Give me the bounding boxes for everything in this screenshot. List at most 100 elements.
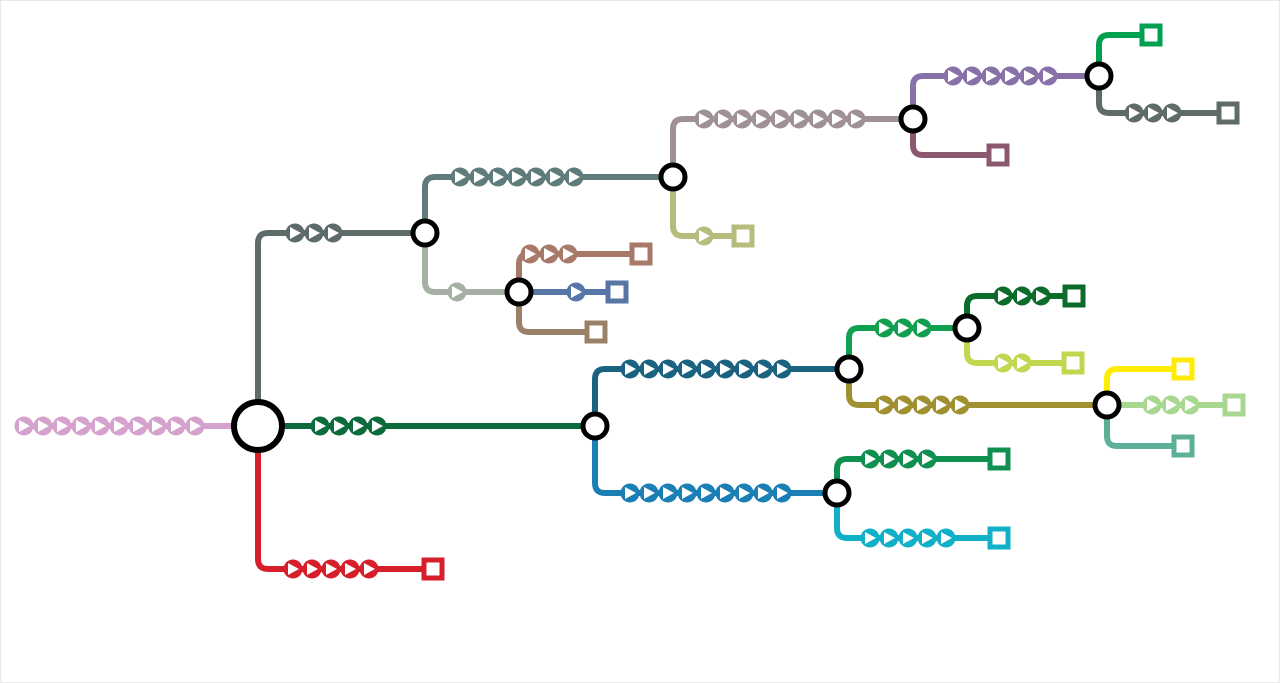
marker-icon-f_down xyxy=(639,483,659,503)
marker-icon-h_down xyxy=(860,528,880,548)
marker-icon-b_up xyxy=(694,109,714,129)
marker-triangle-icon xyxy=(903,453,914,465)
marker-triangle-icon xyxy=(758,363,769,375)
marker-triangle-icon xyxy=(171,420,182,432)
marker-icon-b_up xyxy=(770,109,790,129)
leaf-square-icon-j_right xyxy=(1222,393,1246,417)
marker-icon-f_up xyxy=(715,359,735,379)
branch-line-e_up xyxy=(1096,32,1151,76)
marker-icon-input xyxy=(166,416,186,436)
marker-icon-root_down xyxy=(359,559,379,579)
leaf-square-icon-j_down xyxy=(1171,434,1195,458)
marker-icon-a_up xyxy=(488,167,508,187)
leaf-square-icon-i_up xyxy=(1062,284,1086,308)
marker-icon-h_down xyxy=(879,528,899,548)
marker-triangle-icon xyxy=(1017,290,1028,302)
marker-triangle-icon xyxy=(315,420,326,432)
junction-node-B xyxy=(658,162,688,192)
leaf-square-icon-c_right xyxy=(605,280,629,304)
marker-triangle-icon xyxy=(334,420,345,432)
marker-triangle-icon xyxy=(1166,399,1177,411)
marker-icon-root_right xyxy=(310,416,330,436)
marker-triangle-icon xyxy=(777,487,788,499)
marker-icon-i_up xyxy=(1012,286,1032,306)
branch-line-b_down xyxy=(670,177,743,239)
marker-triangle-icon xyxy=(718,113,729,125)
marker-triangle-icon xyxy=(737,113,748,125)
marker-triangle-icon xyxy=(512,171,523,183)
branch-line-i_up xyxy=(964,293,1074,328)
marker-triangle-icon xyxy=(563,248,574,260)
marker-triangle-icon xyxy=(76,420,87,432)
marker-icon-e_down xyxy=(1162,103,1182,123)
junction-node-J xyxy=(1092,390,1122,420)
marker-icon-b_up xyxy=(751,109,771,129)
marker-triangle-icon xyxy=(571,286,582,298)
marker-triangle-icon xyxy=(917,399,928,411)
branch-line-f_down xyxy=(592,426,837,496)
marker-icon-b_up xyxy=(827,109,847,129)
leaf-square-icon-c_down xyxy=(584,320,608,344)
marker-triangle-icon xyxy=(986,70,997,82)
marker-icon-d_up xyxy=(943,66,963,86)
marker-icon-root_up xyxy=(304,223,324,243)
junction-node-H xyxy=(822,478,852,508)
branch-ends xyxy=(421,23,1246,581)
marker-triangle-icon xyxy=(307,563,318,575)
branch-line-c_down xyxy=(516,292,596,335)
branch-line-root_down xyxy=(255,426,433,572)
marker-triangle-icon xyxy=(898,322,909,334)
marker-icon-root_right xyxy=(348,416,368,436)
marker-triangle-icon xyxy=(813,113,824,125)
marker-triangle-icon xyxy=(474,171,485,183)
branch-line-root_up xyxy=(255,230,425,426)
marker-icon-input xyxy=(14,416,34,436)
marker-icon-input xyxy=(109,416,129,436)
marker-icon-b_up xyxy=(713,109,733,129)
junction-node-G xyxy=(834,354,864,384)
marker-triangle-icon xyxy=(1147,399,1158,411)
marker-icon-b_up xyxy=(808,109,828,129)
marker-icon-f_up xyxy=(677,359,697,379)
marker-triangle-icon xyxy=(701,487,712,499)
branch-line-b_up xyxy=(670,116,913,177)
marker-triangle-icon xyxy=(955,399,966,411)
marker-icon-root_right xyxy=(367,416,387,436)
marker-triangle-icon xyxy=(152,420,163,432)
leaf-square-icon-e_down xyxy=(1216,101,1240,125)
marker-icon-f_down xyxy=(696,483,716,503)
marker-icon-b_up xyxy=(732,109,752,129)
marker-icon-root_down xyxy=(283,559,303,579)
marker-triangle-icon xyxy=(998,290,1009,302)
marker-icon-h_up xyxy=(879,449,899,469)
marker-icon-input xyxy=(33,416,53,436)
marker-icon-h_up xyxy=(898,449,918,469)
marker-icon-c_up xyxy=(539,244,559,264)
marker-icon-c_up xyxy=(520,244,540,264)
marker-triangle-icon xyxy=(550,171,561,183)
leaf-square-icon-b_down xyxy=(731,224,755,248)
marker-icon-j_right xyxy=(1161,395,1181,415)
marker-triangle-icon xyxy=(948,70,959,82)
marker-triangle-icon xyxy=(353,420,364,432)
marker-icon-input xyxy=(52,416,72,436)
marker-triangle-icon xyxy=(699,113,710,125)
marker-icon-g_up xyxy=(874,318,894,338)
marker-triangle-icon xyxy=(625,487,636,499)
marker-triangle-icon xyxy=(133,420,144,432)
marker-triangle-icon xyxy=(288,563,299,575)
marker-icon-root_right xyxy=(329,416,349,436)
marker-icon-h_up xyxy=(917,449,937,469)
branch-line-g_up xyxy=(846,325,967,369)
marker-icon-h_down xyxy=(917,528,937,548)
marker-icon-j_right xyxy=(1180,395,1200,415)
marker-triangle-icon xyxy=(644,363,655,375)
branch-line-d_up xyxy=(910,73,1099,119)
marker-triangle-icon xyxy=(644,487,655,499)
marker-triangle-icon xyxy=(865,532,876,544)
branch-line-j_up xyxy=(1104,366,1183,405)
junction-node-D xyxy=(898,104,928,134)
leaf-square-icon-root_down xyxy=(421,557,445,581)
branch-line-i_down xyxy=(964,328,1073,366)
marker-triangle-icon xyxy=(851,113,862,125)
